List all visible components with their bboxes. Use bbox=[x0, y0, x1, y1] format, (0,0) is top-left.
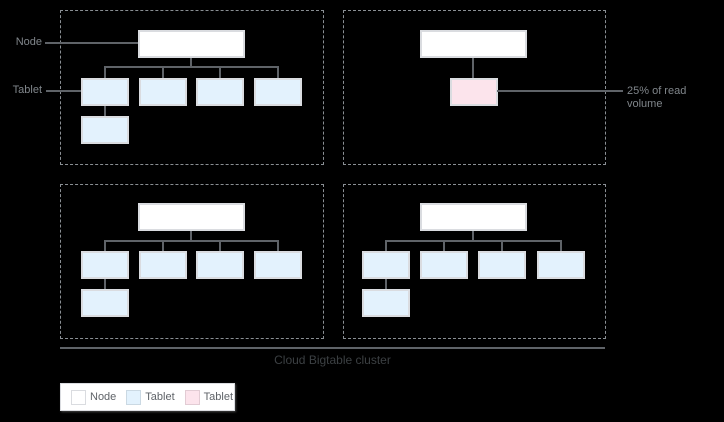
tablet-box bbox=[478, 251, 526, 279]
quadrant-top-left bbox=[60, 10, 324, 165]
tablet-box bbox=[254, 251, 302, 279]
connector bbox=[277, 66, 279, 78]
connector bbox=[501, 240, 503, 251]
connector bbox=[443, 240, 445, 251]
quadrant-top-right bbox=[343, 10, 606, 165]
legend-label: Node bbox=[90, 391, 117, 403]
legend-item-hot-tablet: Tablet bbox=[184, 389, 234, 405]
tablet-box bbox=[196, 251, 244, 279]
tablet-box bbox=[537, 251, 585, 279]
legend-item-tablet: Tablet bbox=[126, 389, 175, 405]
connector bbox=[162, 240, 164, 251]
tablet-box bbox=[420, 251, 468, 279]
tablet-box bbox=[254, 78, 302, 106]
tablet-box bbox=[81, 289, 129, 317]
connector bbox=[219, 240, 221, 251]
read-volume-annotation: 25% of read volume bbox=[627, 85, 687, 110]
cluster-baseline bbox=[60, 347, 605, 349]
tablet-box bbox=[81, 78, 129, 106]
tablet-box bbox=[81, 116, 129, 144]
connector bbox=[385, 240, 387, 251]
node-box bbox=[138, 30, 245, 58]
node-pointer-label: Node bbox=[15, 36, 42, 48]
connector bbox=[162, 66, 164, 78]
node-pointer-line bbox=[45, 42, 138, 44]
node-box bbox=[420, 30, 527, 58]
hot-tablet-swatch bbox=[184, 389, 200, 405]
tree-rail bbox=[104, 240, 279, 242]
hot-tablet-box bbox=[450, 78, 498, 106]
legend: Node Tablet Tablet bbox=[60, 383, 235, 411]
connector bbox=[104, 66, 106, 78]
connector bbox=[190, 231, 192, 240]
quadrant-bottom-left bbox=[60, 184, 324, 339]
tablet-swatch bbox=[126, 389, 142, 405]
node-swatch bbox=[71, 389, 86, 405]
tablet-box bbox=[362, 289, 410, 317]
tablet-pointer-label: Tablet bbox=[12, 84, 42, 96]
tablet-pointer-line bbox=[46, 90, 81, 92]
connector bbox=[560, 240, 562, 251]
legend-item-node: Node bbox=[71, 389, 117, 405]
node-box bbox=[138, 203, 245, 231]
connector bbox=[472, 58, 474, 78]
tree-rail bbox=[104, 66, 279, 68]
connector bbox=[190, 58, 192, 66]
connector bbox=[472, 231, 474, 240]
connector bbox=[219, 66, 221, 78]
legend-label: Tablet bbox=[145, 391, 175, 403]
tree-rail bbox=[385, 240, 561, 242]
connector bbox=[104, 279, 106, 289]
tablet-box bbox=[139, 78, 187, 106]
connector bbox=[385, 279, 387, 289]
annotation-line bbox=[497, 90, 623, 92]
connector bbox=[104, 240, 106, 251]
tablet-box bbox=[362, 251, 410, 279]
node-box bbox=[420, 203, 527, 231]
legend-label: Tablet bbox=[203, 391, 234, 403]
tablet-box bbox=[81, 251, 129, 279]
quadrant-bottom-right bbox=[343, 184, 606, 339]
tablet-box bbox=[139, 251, 187, 279]
connector bbox=[277, 240, 279, 251]
connector bbox=[104, 106, 106, 116]
tablet-box bbox=[196, 78, 244, 106]
cluster-title: Cloud Bigtable cluster bbox=[274, 353, 391, 367]
